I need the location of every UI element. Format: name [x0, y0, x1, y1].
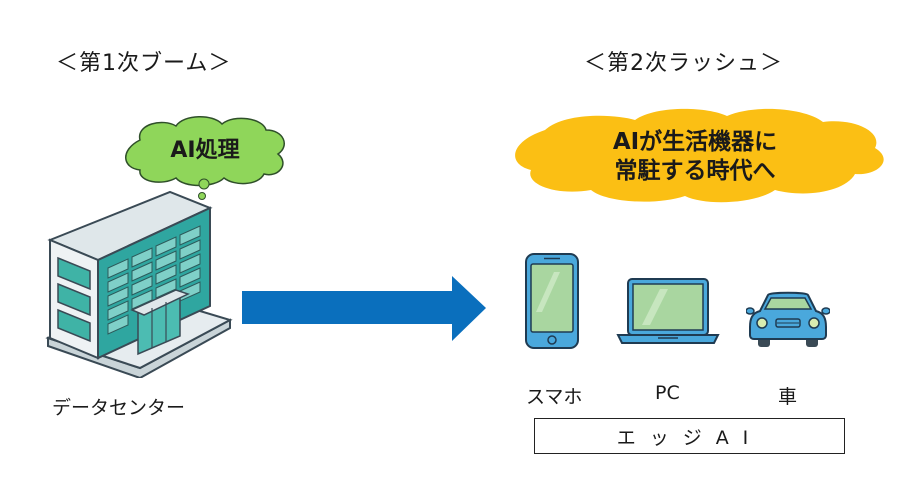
- pc-label: PC: [655, 382, 680, 404]
- edge-ai-label: エッジAI: [616, 426, 763, 449]
- pc-laptop-icon: [616, 278, 720, 344]
- smartphone-label: スマホ: [526, 386, 583, 408]
- car-label: 車: [778, 386, 798, 408]
- ai-processing-text: AI処理: [170, 138, 240, 163]
- car-icon: [746, 291, 830, 347]
- edge-ai-box: エッジAI: [534, 418, 845, 454]
- second-rush-heading: ＜第2次ラッシュ＞: [584, 51, 783, 76]
- edge-era-cloud: [515, 108, 884, 203]
- data-center-building-icon: [45, 190, 233, 378]
- first-boom-heading: ＜第1次ブーム＞: [56, 51, 232, 76]
- smartphone-icon: [525, 253, 579, 349]
- edge-era-line-2: 常駐する時代へ: [614, 158, 776, 184]
- edge-era-line-1: AIが生活機器に: [612, 129, 778, 155]
- transition-arrow-icon: [242, 276, 486, 341]
- data-center-label: データセンター: [52, 397, 186, 419]
